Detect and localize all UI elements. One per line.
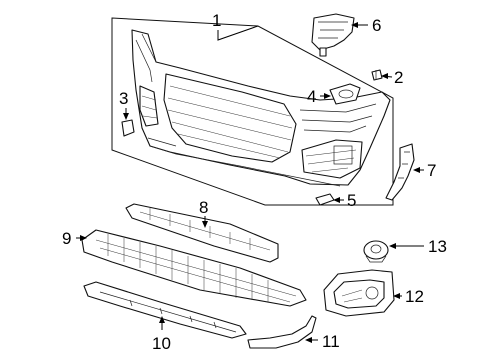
tow-hook-cover-left-part[interactable] bbox=[121, 119, 135, 137]
callout-5[interactable]: 5 bbox=[347, 191, 356, 210]
sensor-holder-part[interactable] bbox=[363, 240, 389, 263]
callout-1[interactable]: 1 bbox=[212, 11, 221, 30]
fog-lamp-trim-strip-part[interactable] bbox=[247, 315, 317, 349]
callout-2[interactable]: 2 bbox=[394, 68, 403, 87]
callout-10[interactable]: 10 bbox=[152, 334, 171, 353]
lower-spoiler-trim-part[interactable] bbox=[83, 281, 247, 339]
callout-12[interactable]: 12 bbox=[405, 287, 424, 306]
upper-mount-bracket-part[interactable] bbox=[311, 13, 355, 57]
callout-9[interactable]: 9 bbox=[62, 229, 71, 248]
callout-11[interactable]: 11 bbox=[322, 332, 340, 351]
lower-grille-part[interactable] bbox=[81, 229, 307, 307]
callout-6[interactable]: 6 bbox=[372, 16, 381, 35]
fog-lamp-bezel-part[interactable] bbox=[323, 269, 395, 317]
callout-13[interactable]: 13 bbox=[428, 237, 447, 256]
side-guide-bracket-part[interactable] bbox=[385, 143, 415, 201]
callout-labels: 1 2 3 4 5 6 7 8 9 10 11 12 13 bbox=[62, 11, 447, 353]
bracket-insert-part[interactable] bbox=[329, 83, 361, 105]
callout-3[interactable]: 3 bbox=[119, 89, 128, 108]
callout-8[interactable]: 8 bbox=[199, 198, 208, 217]
clip-part[interactable] bbox=[371, 69, 383, 81]
bumper-cover-part[interactable] bbox=[131, 29, 391, 187]
upper-grille-reinforcement-part[interactable] bbox=[125, 203, 279, 263]
tow-hook-cover-right-part[interactable] bbox=[315, 193, 335, 206]
leader-lines bbox=[76, 22, 424, 343]
callout-4[interactable]: 4 bbox=[307, 87, 316, 106]
callout-7[interactable]: 7 bbox=[427, 161, 436, 180]
